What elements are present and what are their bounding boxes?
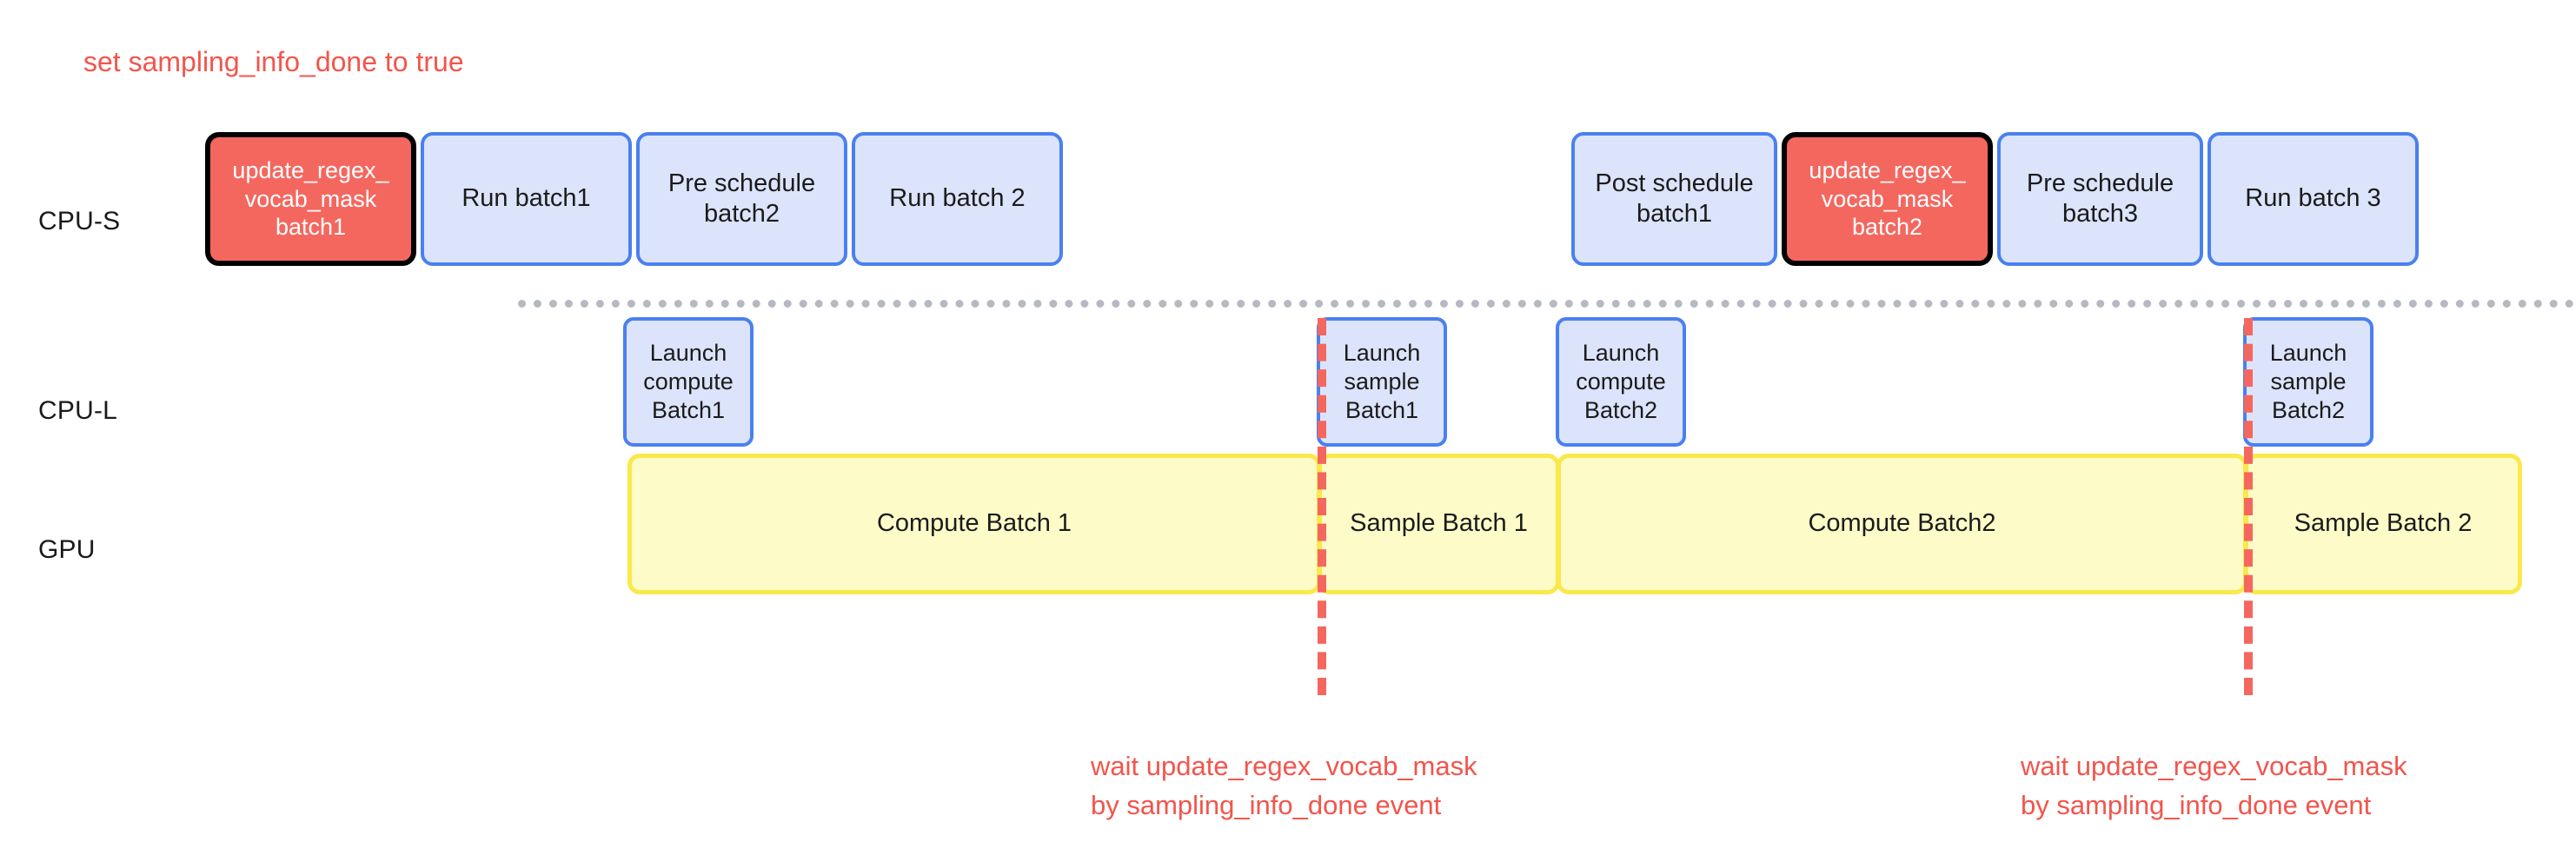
cpu-s-box-pre-schedule-batch2[interactable]: Pre schedule batch2 — [636, 132, 847, 266]
cpu-s-box-run-batch2[interactable]: Run batch 2 — [852, 132, 1063, 266]
cpu-l-box-launch-sample-batch1[interactable]: Launch sample Batch1 — [1317, 317, 1447, 447]
sync-marker-batch1 — [1318, 318, 1326, 695]
row-label-gpu: GPU — [38, 535, 96, 564]
cpu-s-box-update-regex-vocab-mask-batch1[interactable]: update_regex_ vocab_mask batch1 — [205, 132, 416, 266]
cpu-l-box-launch-sample-batch2[interactable]: Launch sample Batch2 — [2243, 317, 2374, 447]
cpu-l-box-launch-compute-batch1[interactable]: Launch compute Batch1 — [623, 317, 754, 447]
cpu-s-box-run-batch3[interactable]: Run batch 3 — [2208, 132, 2419, 266]
row-label-cpu-s: CPU-S — [38, 207, 121, 235]
gpu-box-sample-batch-1[interactable]: Sample Batch 1 — [1318, 454, 1560, 594]
row-divider-dotted-line — [518, 300, 2574, 308]
cpu-s-box-run-batch1[interactable]: Run batch1 — [421, 132, 632, 266]
row-label-cpu-l: CPU-L — [38, 396, 118, 425]
cpu-s-box-update-regex-vocab-mask-batch2[interactable]: update_regex_ vocab_mask batch2 — [1782, 132, 1993, 266]
annotation-wait-update-regex-vocab-mask-2: wait update_regex_vocab_mask by sampling… — [2021, 751, 2407, 820]
sync-marker-batch2 — [2244, 318, 2253, 695]
gpu-box-sample-batch-2[interactable]: Sample Batch 2 — [2244, 454, 2522, 594]
gpu-box-compute-batch-2[interactable]: Compute Batch2 — [1557, 454, 2247, 594]
cpu-l-box-launch-compute-batch2[interactable]: Launch compute Batch2 — [1556, 317, 1686, 447]
cpu-s-box-post-schedule-batch1[interactable]: Post schedule batch1 — [1571, 132, 1777, 266]
annotation-wait-update-regex-vocab-mask-1: wait update_regex_vocab_mask by sampling… — [1091, 751, 1477, 820]
gpu-box-compute-batch-1[interactable]: Compute Batch 1 — [627, 454, 1321, 594]
cpu-s-box-pre-schedule-batch3[interactable]: Pre schedule batch3 — [1997, 132, 2203, 266]
annotation-set-sampling-info-done: set sampling_info_done to true — [83, 46, 464, 77]
